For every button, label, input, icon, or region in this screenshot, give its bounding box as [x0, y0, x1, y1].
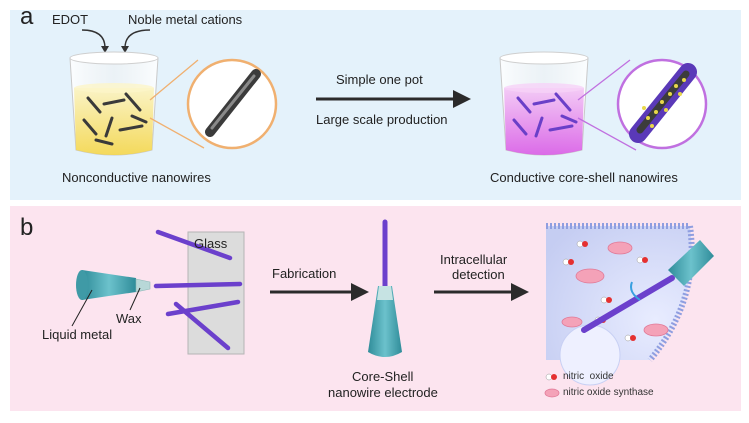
legend-nitric-oxide-label: nitric oxide: [563, 371, 614, 382]
capillary-tube: [76, 270, 151, 300]
nitric-oxide-molecule-icon: [545, 373, 557, 381]
wax-label: Wax: [116, 311, 142, 326]
simple-one-pot-label: Simple one pot: [336, 72, 423, 87]
right-zoom-lines: [577, 59, 637, 151]
left-beaker: [69, 51, 159, 156]
right-beaker: [499, 51, 589, 156]
conductive-nanowires-caption: Conductive core-shell nanowires: [490, 170, 678, 185]
cell-illustration: [546, 223, 714, 386]
core-shell-label: Core-Shell: [352, 369, 414, 384]
left-zoom-lines: [149, 59, 205, 149]
nanowire-electrode-label: nanowire electrode: [328, 385, 438, 400]
detection-label: detection: [452, 267, 505, 282]
liquid-metal-label: Liquid metal: [42, 327, 113, 342]
panel-b-letter: b: [20, 214, 34, 241]
pointer-lines: [71, 287, 141, 327]
noble-metal-cations-label: Noble metal cations: [128, 12, 243, 27]
nonconductive-nanowires: [82, 92, 148, 146]
reagent-arrows: [81, 29, 151, 49]
legend-nitric-oxide-synthase-label: nitric oxide synthase: [563, 387, 654, 398]
nitric-oxide-synthase-shapes: [561, 241, 669, 337]
nonconductive-nanowires-caption: Nonconductive nanowires: [62, 170, 211, 185]
zoomed-core-shell-nanowire: [629, 63, 697, 143]
glass-label: Glass: [194, 236, 228, 251]
large-scale-production-label: Large scale production: [316, 112, 448, 127]
zoomed-nanowire: [205, 69, 261, 137]
nitric-oxide-synthase-icon: [544, 388, 560, 398]
edot-label: EDOT: [52, 12, 89, 27]
nanowires-on-glass: [153, 229, 243, 351]
panel-a-letter: a: [20, 3, 34, 30]
conductive-nanowires: [512, 92, 578, 138]
intracellular-label: Intracellular: [440, 252, 508, 267]
fabrication-label: Fabrication: [272, 266, 337, 281]
core-shell-electrode: [368, 219, 402, 357]
